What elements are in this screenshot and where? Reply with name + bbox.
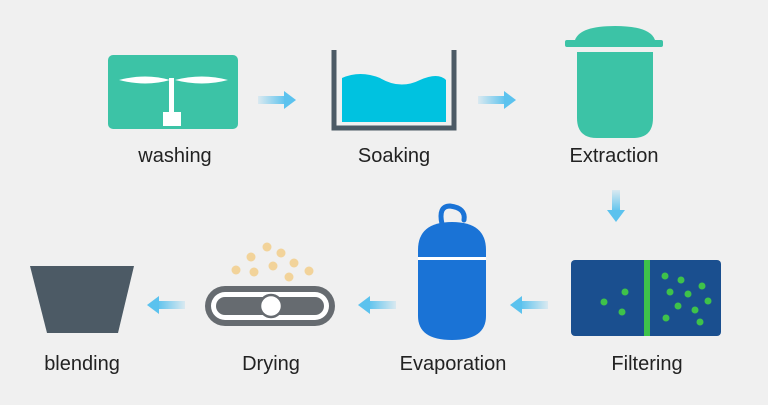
- arrow-left-icon: [147, 296, 185, 314]
- step-label-extraction: Extraction: [569, 145, 659, 167]
- step-label-blending: blending: [44, 353, 120, 375]
- step-label-soaking: Soaking: [357, 145, 431, 167]
- step-label-washing: washing: [138, 145, 212, 167]
- arrow-right-icon: [258, 91, 296, 109]
- arrow-left-icon: [358, 296, 396, 314]
- step-label-drying: Drying: [242, 353, 300, 375]
- washing-icon: [108, 55, 238, 129]
- extraction-vessel-icon: [565, 26, 663, 138]
- filtering-icon: [571, 260, 721, 336]
- arrow-down-icon: [607, 190, 625, 222]
- step-label-evaporation: Evaporation: [399, 353, 507, 375]
- drying-icon: [205, 242, 335, 326]
- evaporation-tank-icon: [418, 203, 486, 340]
- arrow-left-icon: [510, 296, 548, 314]
- arrow-right-icon: [478, 91, 516, 109]
- blending-bowl-icon: [30, 266, 134, 333]
- step-label-filtering: Filtering: [611, 353, 683, 375]
- soaking-tank-icon: [331, 50, 457, 131]
